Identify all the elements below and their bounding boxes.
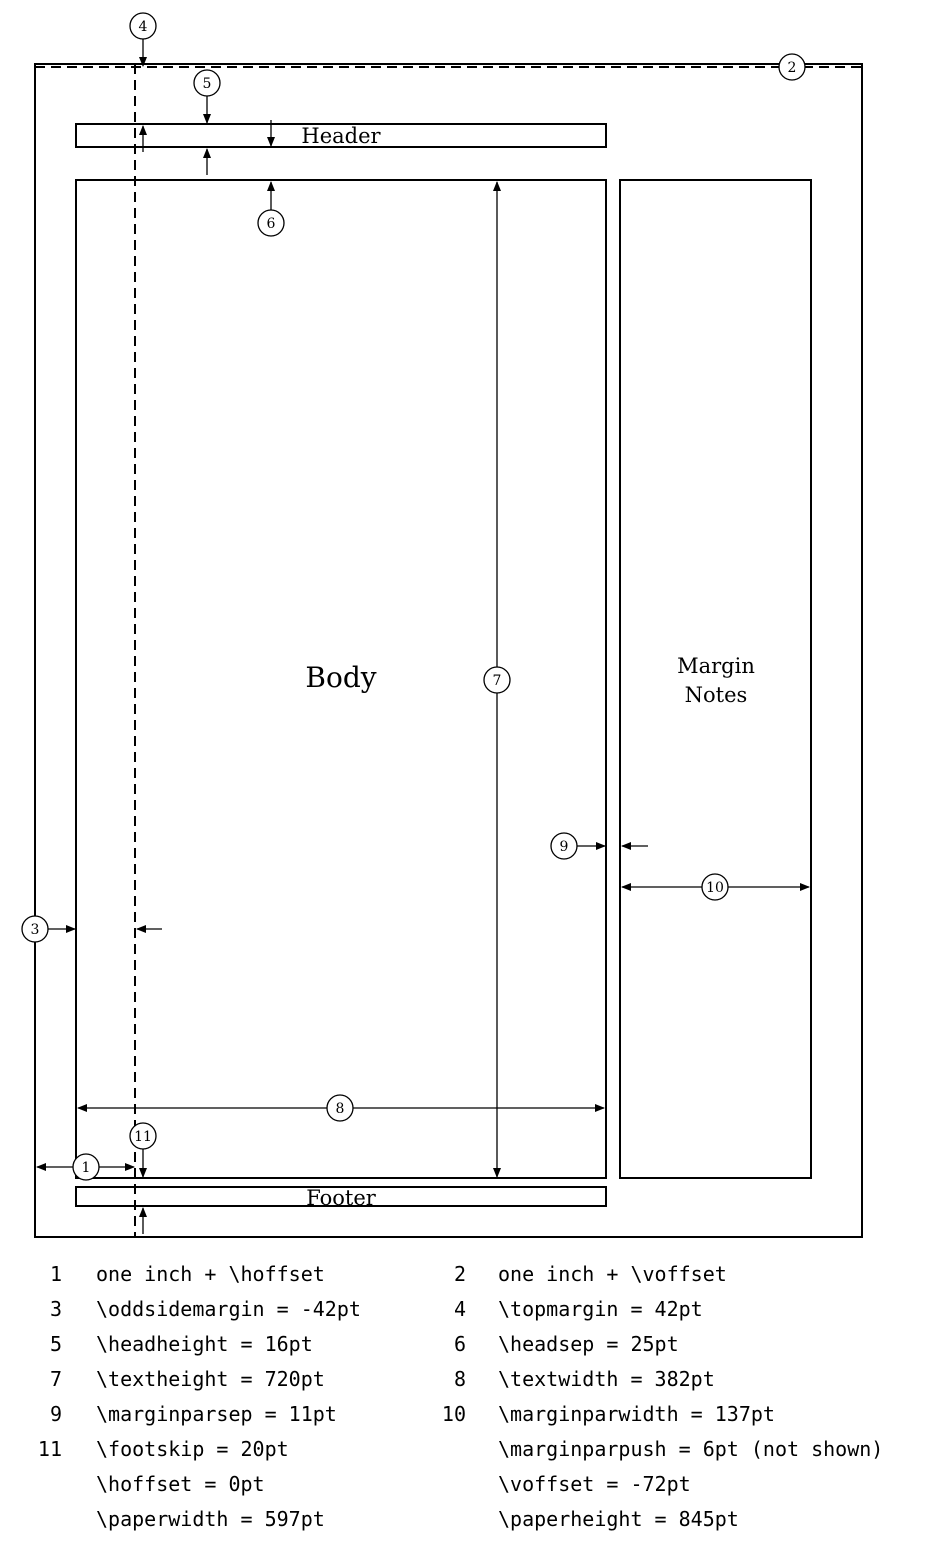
margin-notes-label-line1: Margin (677, 654, 755, 678)
legend-text-6: \headsep = 25pt (498, 1332, 679, 1356)
marker-9-number: 9 (560, 839, 569, 855)
marker-11 (129, 1122, 157, 1150)
marker-4-number: 4 (139, 19, 148, 35)
legend-text-3: \oddsidemargin = -42pt (96, 1297, 361, 1321)
legend-text-paperheight: \paperheight = 845pt (498, 1507, 739, 1531)
legend-text-hoffset: \hoffset = 0pt (96, 1472, 265, 1496)
marker-9 (550, 832, 578, 860)
marker-7-number: 7 (493, 673, 502, 689)
body-box (75, 179, 607, 1179)
marker-1 (72, 1153, 100, 1181)
marker-1-number: 1 (82, 1160, 91, 1176)
marker-11-number: 11 (134, 1129, 152, 1145)
legend-num-2: 2 (453, 1262, 466, 1286)
marker-5-number: 5 (203, 76, 212, 92)
legend-text-2: one inch + \voffset (498, 1262, 727, 1286)
paper-outline (34, 63, 863, 1238)
marker-2-number: 2 (788, 60, 797, 76)
legend-num-5: 5 (49, 1332, 62, 1356)
marker-7 (483, 666, 511, 694)
marker-3-number: 3 (31, 922, 40, 938)
legend-num-4: 4 (453, 1297, 466, 1321)
legend-num-11: 11 (37, 1437, 62, 1461)
body-label: Body (305, 661, 376, 694)
legend-text-11: \footskip = 20pt (96, 1437, 289, 1461)
marker-5 (193, 69, 221, 97)
legend-num-3: 3 (49, 1297, 62, 1321)
marker-8 (326, 1094, 354, 1122)
legend-text-8: \textwidth = 382pt (498, 1367, 715, 1391)
marker-8-number: 8 (336, 1101, 345, 1117)
marker-10 (701, 873, 729, 901)
marker-6 (257, 209, 285, 237)
legend-text-5: \headheight = 16pt (96, 1332, 313, 1356)
header-label: Header (301, 124, 381, 148)
margin-notes-box (619, 179, 812, 1179)
marker-2 (778, 53, 806, 81)
legend-text-9: \marginparsep = 11pt (96, 1402, 337, 1426)
marker-6-number: 6 (267, 216, 276, 232)
legend-text-paperwidth: \paperwidth = 597pt (96, 1507, 325, 1531)
legend-num-8: 8 (453, 1367, 466, 1391)
legend-num-7: 7 (49, 1367, 62, 1391)
marker-10-number: 10 (706, 880, 724, 896)
marker-4 (129, 12, 157, 40)
margin-notes-label-line2: Notes (685, 683, 748, 707)
header-box (75, 123, 607, 148)
legend-text-voffset: \voffset = -72pt (498, 1472, 691, 1496)
page-layout-diagram: Header Body Margin Notes Footer 1 2 3 4 … (21, 12, 863, 1238)
legend-text-1: one inch + \hoffset (96, 1262, 325, 1286)
legend-num-10: 10 (441, 1402, 466, 1426)
legend-text-10: \marginparwidth = 137pt (498, 1402, 775, 1426)
footer-box (75, 1186, 607, 1207)
legend-text-7: \textheight = 720pt (96, 1367, 325, 1391)
footer-label: Footer (306, 1186, 377, 1210)
legend-text-4: \topmargin = 42pt (498, 1297, 703, 1321)
marker-3 (21, 915, 49, 943)
legend-num-9: 9 (49, 1402, 62, 1426)
legend-text-marginparpush: \marginparpush = 6pt (not shown) (498, 1437, 884, 1461)
legend-num-6: 6 (453, 1332, 466, 1356)
parameter-legend: 1 one inch + \hoffset 2 one inch + \voff… (0, 1256, 928, 1546)
legend-num-1: 1 (49, 1262, 62, 1286)
